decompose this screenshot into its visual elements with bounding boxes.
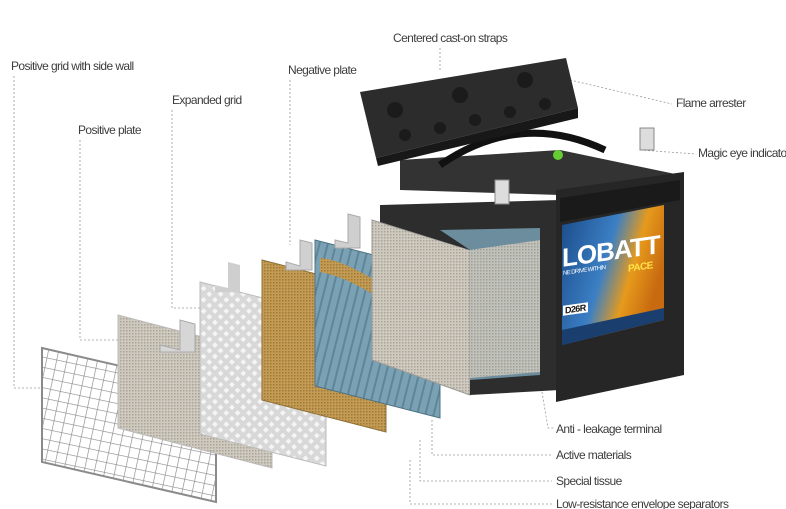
- label-separators: Low-resistance envelope separators: [556, 497, 729, 509]
- label-active-materials: Active materials: [556, 448, 632, 462]
- label-straps: Centered cast-on straps: [393, 31, 508, 45]
- battery-lid: [360, 58, 578, 166]
- label-flame-arrester: Flame arrester: [676, 96, 746, 110]
- label-magic-eye: Magic eye indicator: [698, 146, 786, 160]
- leader-lines: [13, 48, 697, 505]
- label-positive-plate: Positive plate: [78, 123, 142, 137]
- label-expanded-grid: Expanded grid: [172, 93, 242, 107]
- label-special-tissue: Special tissue: [556, 474, 622, 488]
- label-negative-plate: Negative plate: [288, 63, 357, 77]
- battery-case: [371, 127, 684, 402]
- label-positive-grid: Positive grid with side wall: [11, 59, 134, 73]
- label-anti-leakage: Anti - leakage terminal: [556, 422, 662, 436]
